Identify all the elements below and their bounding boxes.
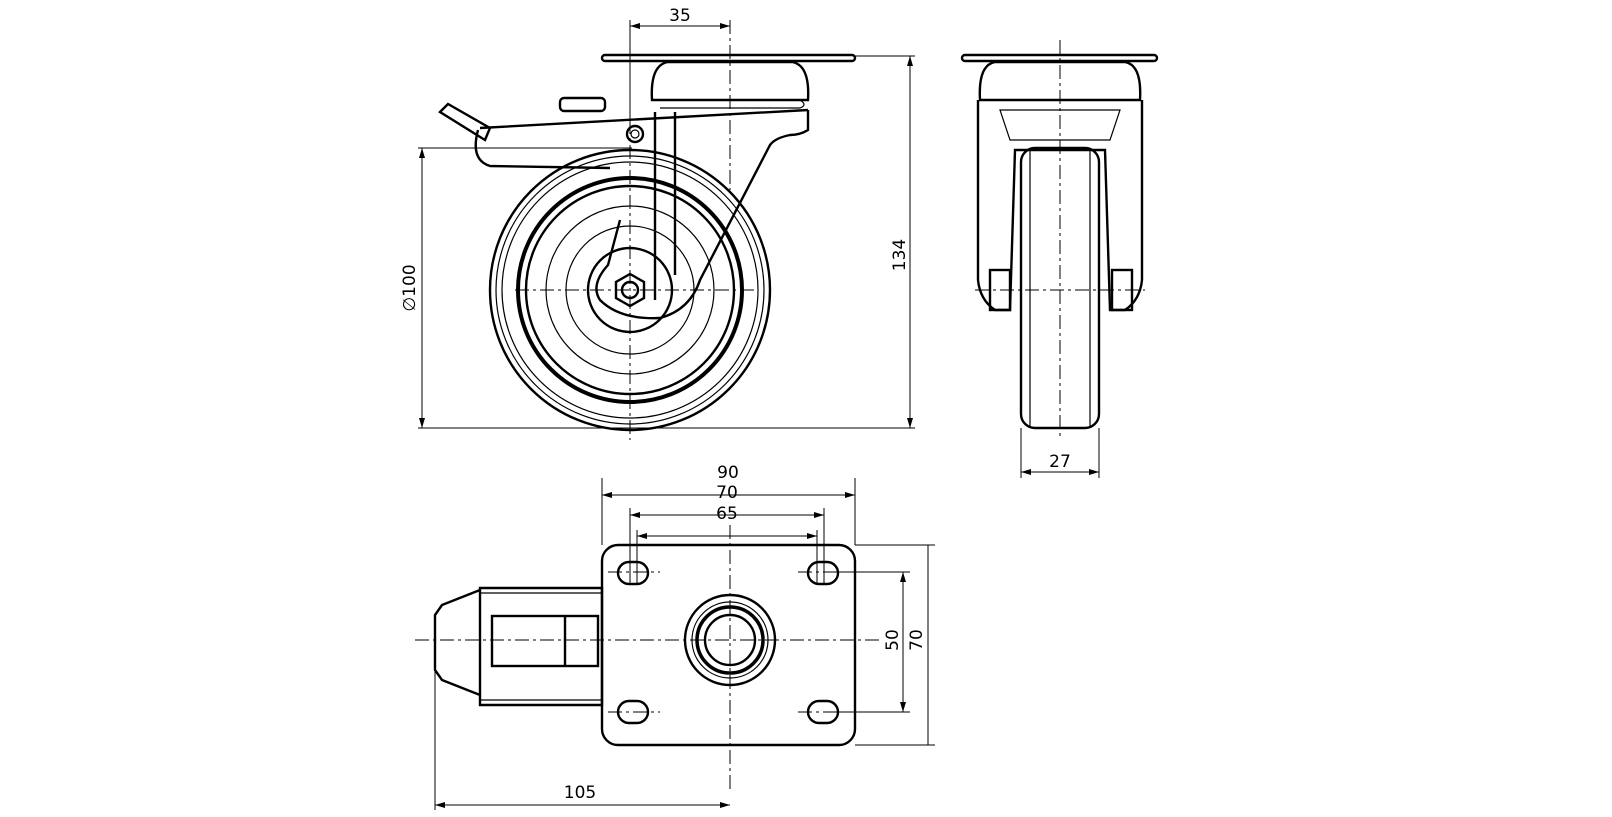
- dim-plate-width: 90: [717, 463, 739, 483]
- swivel-head: [650, 60, 810, 102]
- brake-pedal-top: [433, 588, 481, 697]
- front-dimensions: 35 ∅100 134: [400, 6, 915, 429]
- dim-overall-length: 105: [564, 783, 596, 803]
- brake-housing: [478, 586, 604, 707]
- dim-hole-spacing-outer: 70: [716, 483, 738, 503]
- front-view: [438, 20, 857, 440]
- dim-plate-height: 70: [907, 629, 927, 651]
- top-dimensions: 90 70 65 50 70 105: [434, 463, 935, 810]
- brake-lever: [438, 102, 492, 142]
- top-view: [415, 525, 880, 790]
- dim-hole-spacing-vertical: 50: [883, 629, 903, 651]
- dim-offset: 35: [669, 6, 691, 26]
- dim-overall-height: 134: [890, 239, 910, 271]
- dim-hole-spacing-inner: 65: [716, 504, 738, 524]
- side-view: 27: [960, 40, 1159, 478]
- fork: [595, 110, 810, 320]
- mounting-holes: [616, 560, 840, 725]
- dim-wheel-diameter: ∅100: [400, 264, 420, 311]
- dim-wheel-width: 27: [1049, 452, 1071, 472]
- top-plate: [600, 53, 857, 63]
